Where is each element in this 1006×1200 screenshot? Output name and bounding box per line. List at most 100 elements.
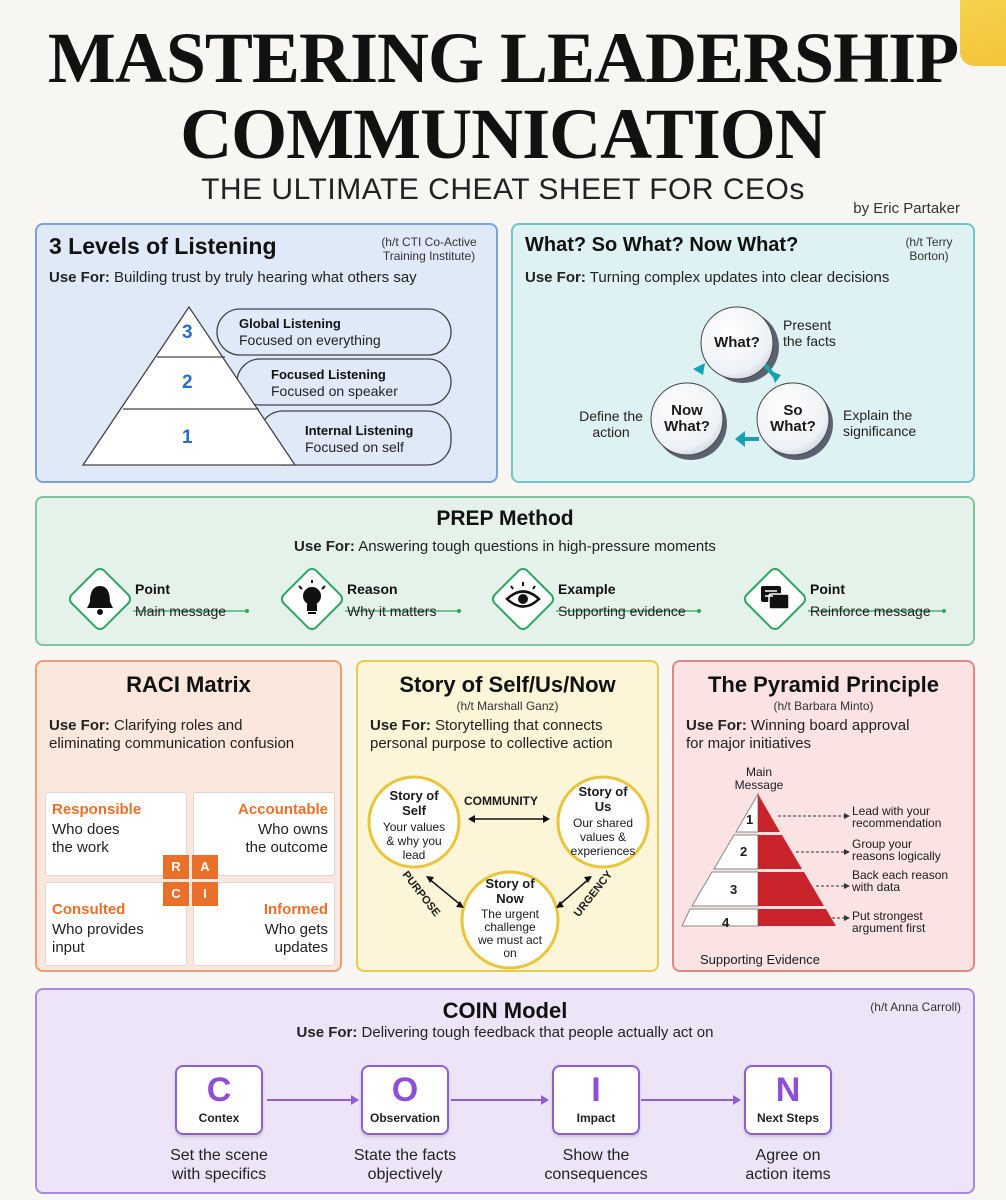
- prep-step-1-desc: Main message: [135, 603, 227, 619]
- use-for-label: Use For:: [49, 717, 110, 734]
- coin-step-o: O Observation: [361, 1065, 449, 1135]
- pyramid-tier-4-line-2: argument first: [852, 921, 926, 935]
- pyramid-tier-3-side: [758, 872, 824, 906]
- pyramid-tier-4-front: [681, 908, 759, 927]
- level-2-name: Focused Listening: [271, 367, 386, 382]
- level-3-number: 3: [182, 322, 193, 343]
- raci-use-for-line-1: Clarifying roles and: [109, 717, 243, 734]
- coin-arrows-graphic: [267, 1095, 741, 1105]
- present-facts-label: Present the facts: [783, 317, 836, 349]
- what-circle-label: What?: [714, 334, 760, 351]
- bell-icon: [87, 586, 113, 608]
- story-now-title-2: Now: [496, 891, 524, 906]
- level-1-number: 1: [182, 427, 193, 448]
- now-what-line-2: What?: [664, 418, 710, 435]
- so-what-circle: [756, 382, 830, 456]
- listening-pyramid-graphic: [81, 305, 452, 466]
- coin-step-c: C Contex: [175, 1065, 263, 1135]
- raci-responsible-line-2: the work: [52, 839, 109, 856]
- pyramid-title: The Pyramid Principle: [707, 672, 940, 697]
- listening-use-for: Use For: Building trust by truly hearing…: [49, 269, 417, 287]
- pyramid-top-label-2: Message: [734, 778, 784, 792]
- prep-use-for: Use For: Answering tough questions in hi…: [37, 538, 973, 556]
- so-what-line-2: What?: [770, 418, 816, 435]
- pyramid-tier-2-line-1: Group your: [852, 837, 913, 851]
- story-use-for-line-2: personal purpose to collective action: [370, 735, 613, 752]
- what-credit-line-2: Borton): [909, 249, 949, 263]
- level-3-name: Global Listening: [239, 316, 341, 331]
- so-what-circle-label: So What?: [757, 403, 829, 435]
- coin-letter-o: O: [391, 1071, 419, 1109]
- story-now-desc-2: challenge: [484, 920, 536, 934]
- coin-desc-i-1: Show the: [562, 1147, 630, 1164]
- coin-panel: COIN Model (h/t Anna Carroll) Use For: D…: [35, 988, 975, 1194]
- raci-letter-c: C: [163, 882, 189, 906]
- raci-letter-r: R: [163, 855, 189, 879]
- coin-desc-n-2: action items: [745, 1166, 831, 1183]
- story-credit: (h/t Marshall Ganz): [456, 699, 559, 713]
- story-panel: Story of Self/Us/Now (h/t Marshall Ganz)…: [356, 660, 659, 972]
- raci-responsible-box: Responsible Who does the work: [45, 792, 187, 876]
- raci-use-for-line-2: eliminating communication confusion: [49, 735, 295, 752]
- pyramid-credit: (h/t Barbara Minto): [773, 699, 874, 713]
- now-what-circle: [650, 382, 724, 456]
- pyramid-tier-1-side: [758, 794, 780, 832]
- story-now-circle: [460, 870, 560, 970]
- story-now-desc-4: on: [503, 946, 517, 960]
- page-title-line-1: MASTERING LEADERSHIP: [47, 18, 959, 98]
- story-self-circle: [367, 775, 461, 869]
- now-what-circle-label: Now What?: [651, 403, 723, 435]
- raci-consulted-line-1: Who provides: [52, 921, 144, 938]
- story-now-desc-1: The urgent: [480, 907, 540, 921]
- pyramid-tier-4-num: 4: [722, 915, 730, 930]
- pyramid-top-label-1: Main: [745, 765, 772, 779]
- author-byline: by Eric Partaker: [853, 200, 960, 217]
- pyramid-tier-2-line-2: reasons logically: [852, 849, 941, 863]
- story-us-text: Story of Us Our shared values & experien…: [558, 784, 648, 858]
- story-self-text: Story of Self Your values & why you lead: [369, 788, 459, 862]
- coin-step-i: I Impact: [552, 1065, 640, 1135]
- story-use-for-line-1: Storytelling that connects: [430, 717, 603, 734]
- use-for-label: Use For:: [296, 1024, 358, 1041]
- raci-informed-desc: Who gets updates: [265, 921, 328, 957]
- prep-step-1-diamond: [68, 567, 249, 631]
- pyramid-tier-2-front: [713, 834, 759, 870]
- raci-consulted-line-2: input: [52, 939, 85, 956]
- listening-use-for-text: Building trust by truly hearing what oth…: [109, 269, 417, 286]
- pyramid-tier-3-front: [691, 871, 759, 907]
- raci-title: RACI Matrix: [126, 672, 251, 697]
- listening-credit: (h/t CTI Co-Active Training Institute): [369, 235, 489, 263]
- story-us-desc-2: values &: [579, 830, 627, 844]
- prep-step-2-diamond: [280, 567, 461, 631]
- listening-credit-line-1: (h/t CTI Co-Active: [381, 235, 477, 249]
- use-for-label: Use For:: [294, 538, 355, 555]
- raci-responsible-line-1: Who does: [52, 821, 120, 838]
- story-now-text: Story of Now The urgent challenge we mus…: [465, 876, 555, 960]
- purpose-arrow: [427, 877, 463, 907]
- pyramid-bottom-label: Supporting Evidence: [700, 952, 820, 967]
- arrow-sowhat-to-nowhat: [735, 431, 745, 447]
- pyramid-tier-1-num: 1: [746, 812, 754, 827]
- pyramid-graphic: [681, 792, 850, 927]
- level-1-name: Internal Listening: [305, 423, 414, 438]
- story-us-title-2: Us: [594, 799, 612, 814]
- raci-responsible-desc: Who does the work: [52, 821, 120, 857]
- coin-letter-c: C: [206, 1071, 232, 1109]
- raci-informed-head: Informed: [263, 901, 328, 918]
- what-use-for: Use For: Turning complex updates into cl…: [525, 269, 889, 287]
- pyramid-tier-2-side: [758, 835, 802, 869]
- listening-title: 3 Levels of Listening: [49, 233, 277, 259]
- raci-use-for: Use For: Clarifying roles and eliminatin…: [49, 717, 294, 753]
- coin-title: COIN Model: [442, 998, 568, 1023]
- listening-panel: 3 Levels of Listening (h/t CTI Co-Active…: [35, 223, 498, 483]
- coin-desc-o-2: objectively: [367, 1166, 443, 1183]
- pyramid-tier-4-line-1: Put strongest: [852, 909, 923, 923]
- story-now-title-1: Story of: [485, 876, 535, 891]
- raci-informed-line-2: updates: [274, 939, 328, 956]
- raci-responsible-head: Responsible: [52, 801, 142, 818]
